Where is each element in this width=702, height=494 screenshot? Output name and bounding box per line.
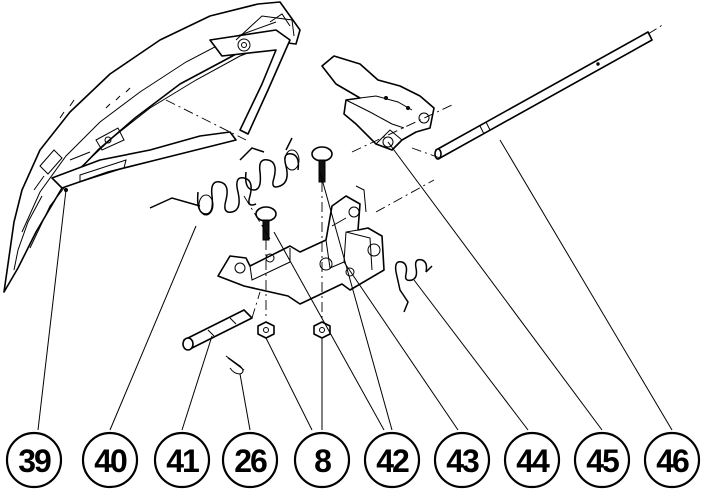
callout-label: 46 <box>656 443 689 479</box>
callout-label: 40 <box>94 443 127 479</box>
callout-label: 39 <box>18 443 51 479</box>
small-spring-part-44 <box>394 258 433 313</box>
callout-43: 43 <box>433 431 491 489</box>
leader-lines <box>37 139 673 431</box>
callout-label: 42 <box>376 443 409 479</box>
assembly-centerlines <box>165 23 665 319</box>
cotter-pin-part-26 <box>225 355 245 375</box>
callout-label: 45 <box>586 443 619 479</box>
shaft-part-46 <box>434 31 653 160</box>
callout-45: 45 <box>573 431 631 489</box>
callout-8: 8 <box>293 431 351 489</box>
callout-label: 8 <box>314 443 331 479</box>
callout-42: 42 <box>363 431 421 489</box>
carriage-bolt-part-42 <box>255 146 333 241</box>
torsion-spring-part-40 <box>149 137 300 216</box>
lock-nut-part-8 <box>257 321 331 339</box>
lift-bracket-part-45 <box>321 55 435 151</box>
callout-46: 46 <box>643 431 701 489</box>
callout-label: 43 <box>446 443 479 479</box>
hinge-bracket-part-43 <box>217 185 385 305</box>
callout-26: 26 <box>221 431 279 489</box>
hinge-pin-part-41 <box>182 309 253 351</box>
callout-44: 44 <box>503 431 561 489</box>
callout-41: 41 <box>153 431 211 489</box>
hood-cover-part-39 <box>3 1 301 293</box>
callout-39: 39 <box>5 431 63 489</box>
callout-label: 26 <box>234 443 267 479</box>
callout-label: 41 <box>166 443 199 479</box>
callout-40: 40 <box>81 431 139 489</box>
callout-label: 44 <box>516 443 550 479</box>
